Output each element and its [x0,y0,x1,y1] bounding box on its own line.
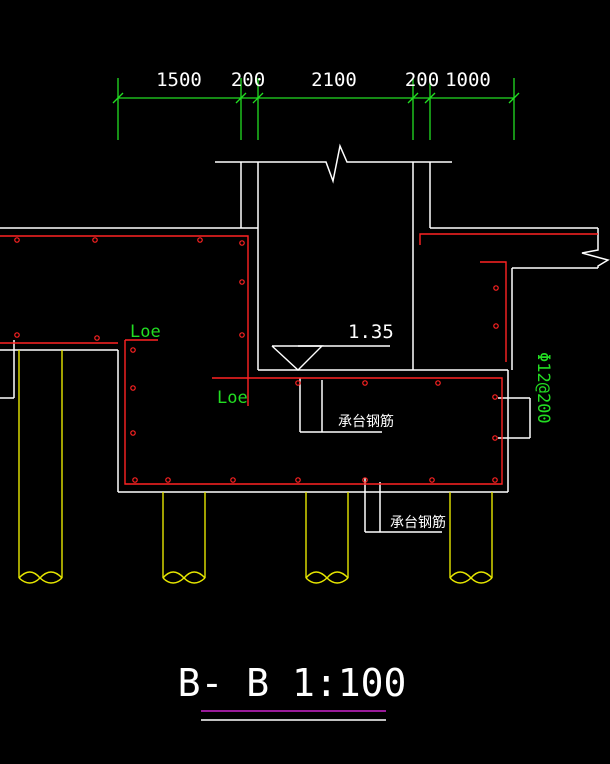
dimension-chain [112,78,520,140]
dimension-200-right: 200 [405,69,439,91]
dimension-1000: 1000 [445,69,491,91]
dimension-1500: 1500 [156,69,202,91]
pile-3 [305,492,349,584]
break-line-top [215,143,452,184]
pile-2 [162,492,206,584]
rebar-dots [14,237,499,483]
elevation-label: 1.35 [348,321,394,343]
cap-rebar-label-1: 承台钢筋 [338,413,394,430]
piles [18,350,493,584]
pile-1 [18,350,63,584]
cap-rebar-label-2: 承台钢筋 [390,514,446,531]
concrete-outline [0,143,610,533]
side-rebar-label: Φ12@200 [533,352,553,424]
break-line-right [581,228,610,268]
loe-label-upper: Loe [130,322,161,342]
dimension-200-left: 200 [231,69,265,91]
rebar-lines [0,233,598,485]
pile-4 [449,492,493,584]
dimension-2100: 2100 [311,69,357,91]
loe-label-lower: Loe [217,388,248,408]
section-title: B- B 1:100 [178,661,407,705]
elevation-marker [271,345,390,371]
